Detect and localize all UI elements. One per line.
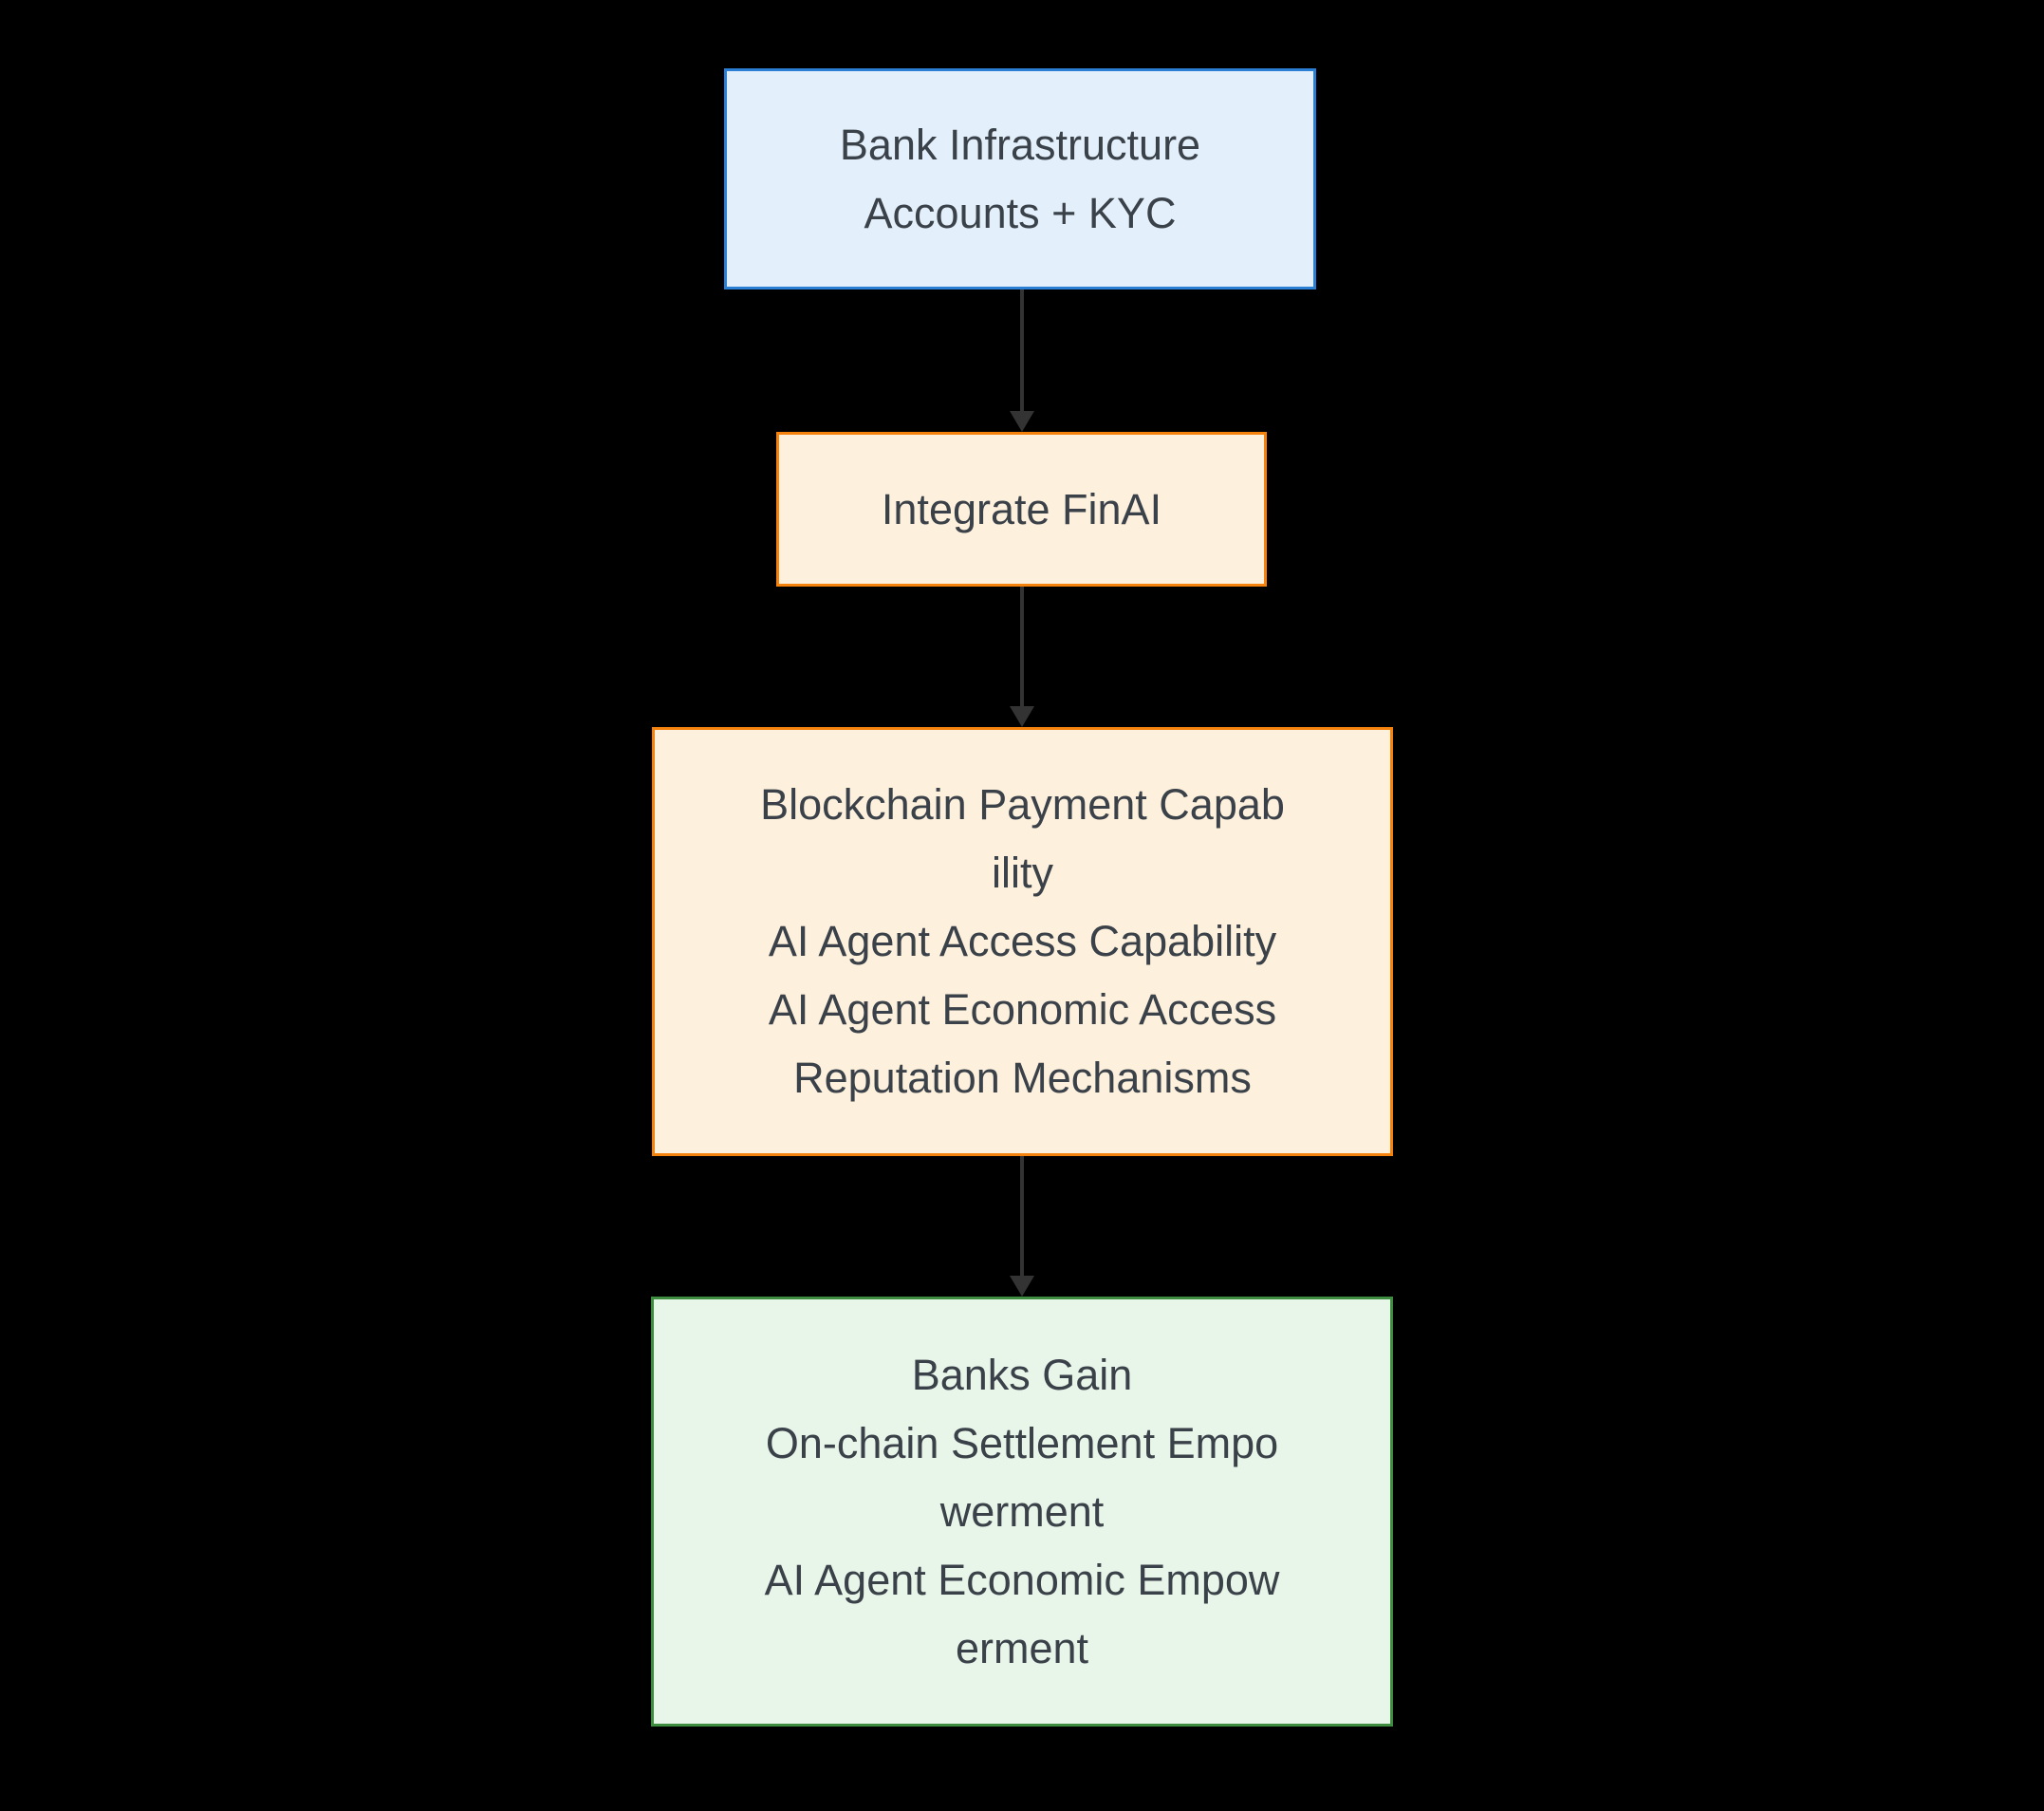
node-label-line: AI Agent Economic Access bbox=[768, 985, 1277, 1034]
node-label-line: Reputation Mechanisms bbox=[793, 1054, 1252, 1102]
node-label-line: Banks Gain bbox=[911, 1350, 1133, 1399]
node-label-line: On-chain Settlement Empo bbox=[765, 1418, 1279, 1467]
node-blockchain-capabilities: Blockchain Payment Capab ility AI Agent … bbox=[652, 727, 1393, 1156]
arrow-shaft-bank-to-finai bbox=[1020, 289, 1024, 413]
node-label-line: AI Agent Access Capability bbox=[768, 917, 1277, 965]
node-label-line: AI Agent Economic Empow bbox=[764, 1555, 1280, 1604]
node-label-line: Bank Infrastructure bbox=[839, 120, 1201, 169]
node-label-line: Accounts + KYC bbox=[864, 188, 1177, 237]
arrowhead-icon bbox=[1010, 1276, 1034, 1297]
arrowhead-icon bbox=[1010, 411, 1034, 432]
node-label-line: Integrate FinAI bbox=[881, 484, 1162, 533]
arrow-shaft-capabilities-to-gain bbox=[1020, 1156, 1024, 1278]
node-banks-gain: Banks Gain On-chain Settlement Empo werm… bbox=[651, 1297, 1393, 1727]
node-label-line: erment bbox=[955, 1623, 1089, 1672]
arrowhead-icon bbox=[1010, 706, 1034, 727]
node-label-line: werment bbox=[939, 1486, 1105, 1536]
node-label-line: Blockchain Payment Capab bbox=[760, 780, 1285, 829]
arrow-shaft-finai-to-capabilities bbox=[1020, 587, 1024, 708]
node-integrate-finai: Integrate FinAI bbox=[776, 432, 1267, 587]
node-bank-infrastructure: Bank Infrastructure Accounts + KYC bbox=[724, 68, 1316, 289]
node-label-line: ility bbox=[992, 849, 1053, 897]
